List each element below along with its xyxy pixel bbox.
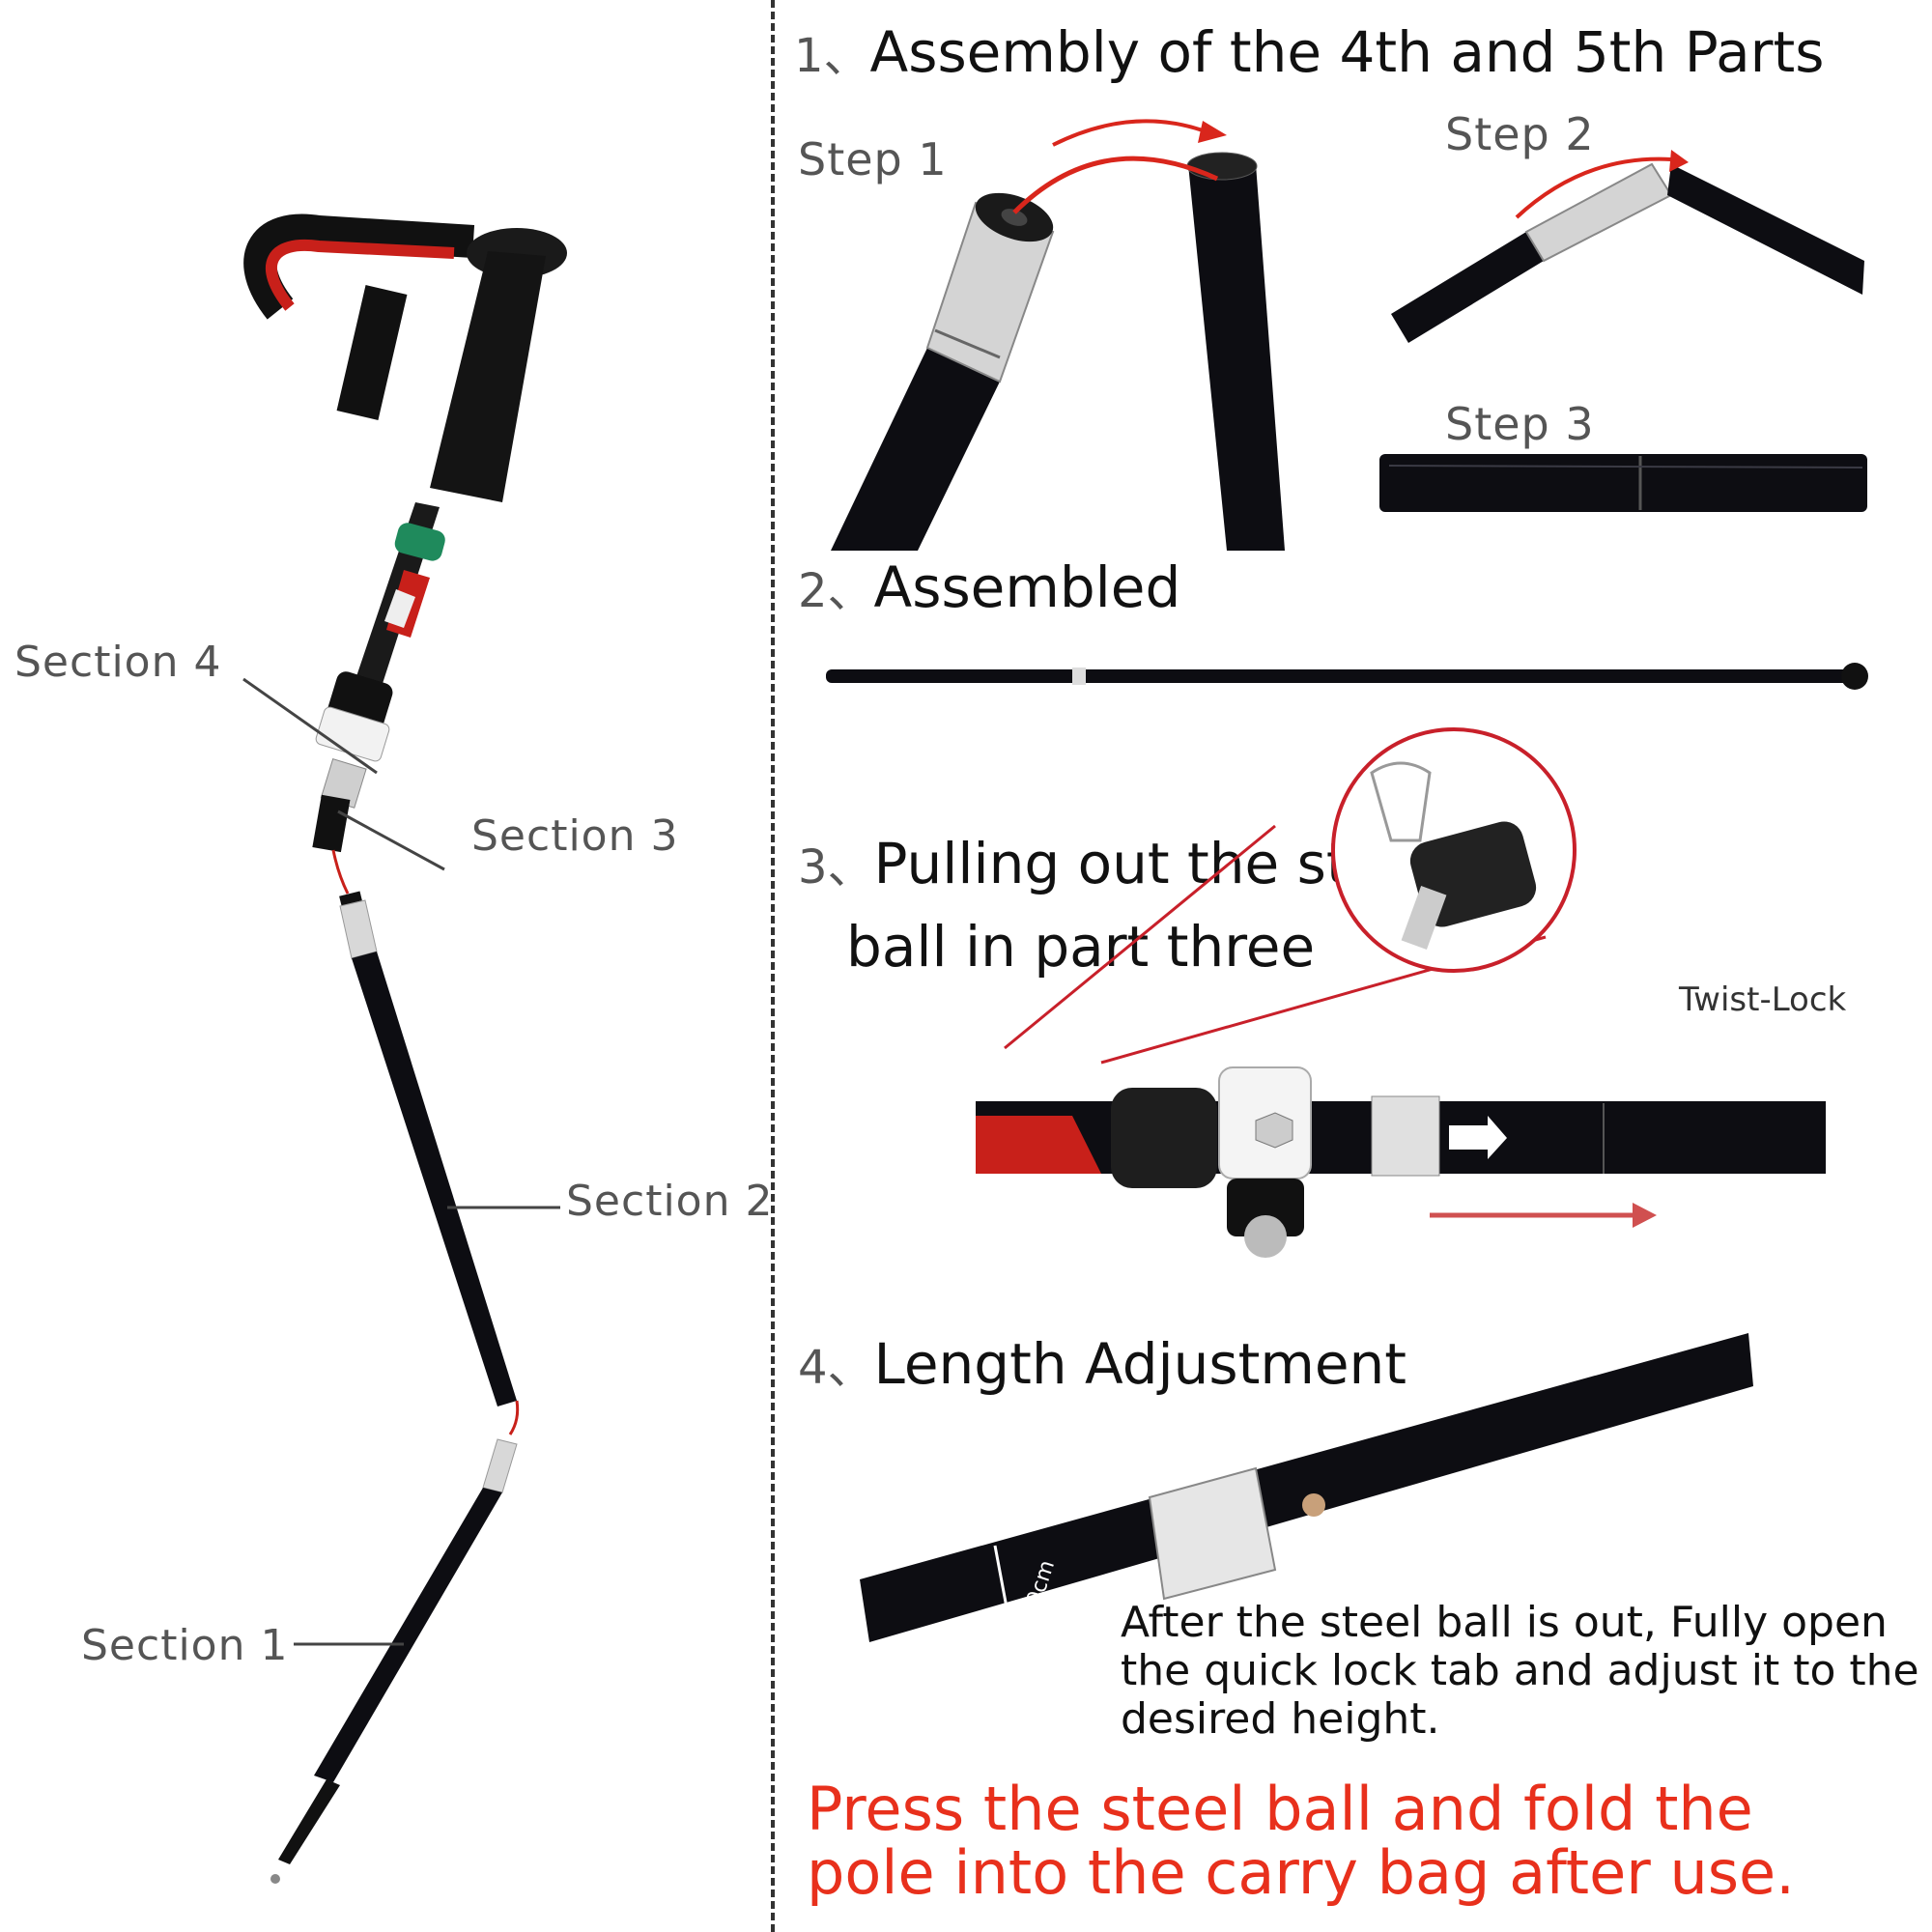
section-1-label: Section 1 [81,1621,289,1670]
twist-lock-callout: Twist-Lock [1679,980,1847,1019]
step-4-heading: 4、Length Adjustment [798,1329,1406,1397]
section-2-label: Section 2 [566,1177,774,1226]
step-3-photo [1379,454,1867,512]
sub-step-2-label: Step 2 [1445,108,1595,160]
step-3-title-line2: ball in part three [846,914,1316,980]
step-1-number: 1、 [794,29,870,83]
step-1-heading: 1、Assembly of the 4th and 5th Parts [794,17,1824,85]
step-2-photo [1391,150,1864,343]
section-4-label: Section 4 [14,638,222,687]
step-2-heading: 2、Assembled [798,553,1180,620]
step-4-title: Length Adjustment [873,1331,1407,1397]
fold-warning: Press the steel ball and fold the pole i… [807,1774,1795,1908]
length-adjustment-photo: 110cm [860,1333,1753,1642]
step-4-number: 4、 [798,1341,874,1395]
step-2-number: 2、 [798,564,874,618]
assembled-pole-photo [826,663,1868,690]
step-1-title: Assembly of the 4th and 5th Parts [869,19,1825,85]
twist-lock-zoom-photo [976,727,1826,1258]
section-3-label: Section 3 [471,811,679,861]
step-3-number: 3、 [798,840,874,895]
step-1-photo [831,119,1285,551]
step-2-title: Assembled [873,554,1181,620]
dashed-divider [771,0,775,1932]
folded-pole-illustration [242,213,567,1884]
sub-step-1-label: Step 1 [798,133,948,185]
length-adjustment-note: After the steel ball is out, Fully open … [1121,1598,1919,1744]
sub-step-3-label: Step 3 [1445,398,1595,450]
